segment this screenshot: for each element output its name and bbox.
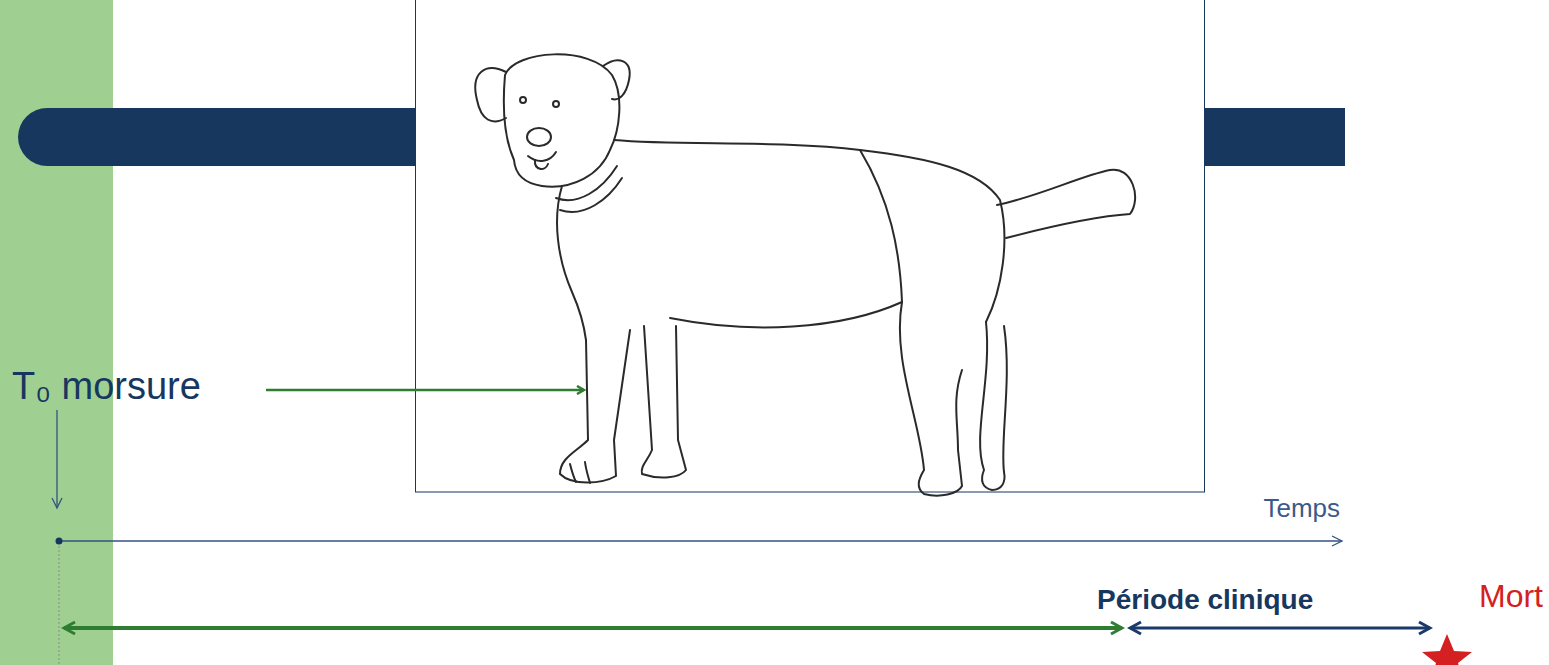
time-axis	[59, 540, 1342, 541]
bite-time-label: T₀ morsure	[12, 365, 201, 409]
bite-pointer	[266, 389, 584, 392]
clinical-arrow	[1130, 627, 1430, 630]
t0-dotted-line	[59, 546, 60, 665]
green-band	[0, 0, 113, 665]
t0-dot	[56, 538, 63, 545]
death-label: Mort	[1479, 578, 1543, 615]
incubation-arrow	[64, 626, 1122, 630]
axis-label: Temps	[1263, 494, 1340, 524]
picture-frame	[416, 0, 1205, 492]
phase-label: Période clinique	[1097, 584, 1313, 616]
t0-pointer	[56, 410, 57, 508]
dog-illustration	[475, 54, 1135, 495]
death-star	[1422, 634, 1472, 665]
